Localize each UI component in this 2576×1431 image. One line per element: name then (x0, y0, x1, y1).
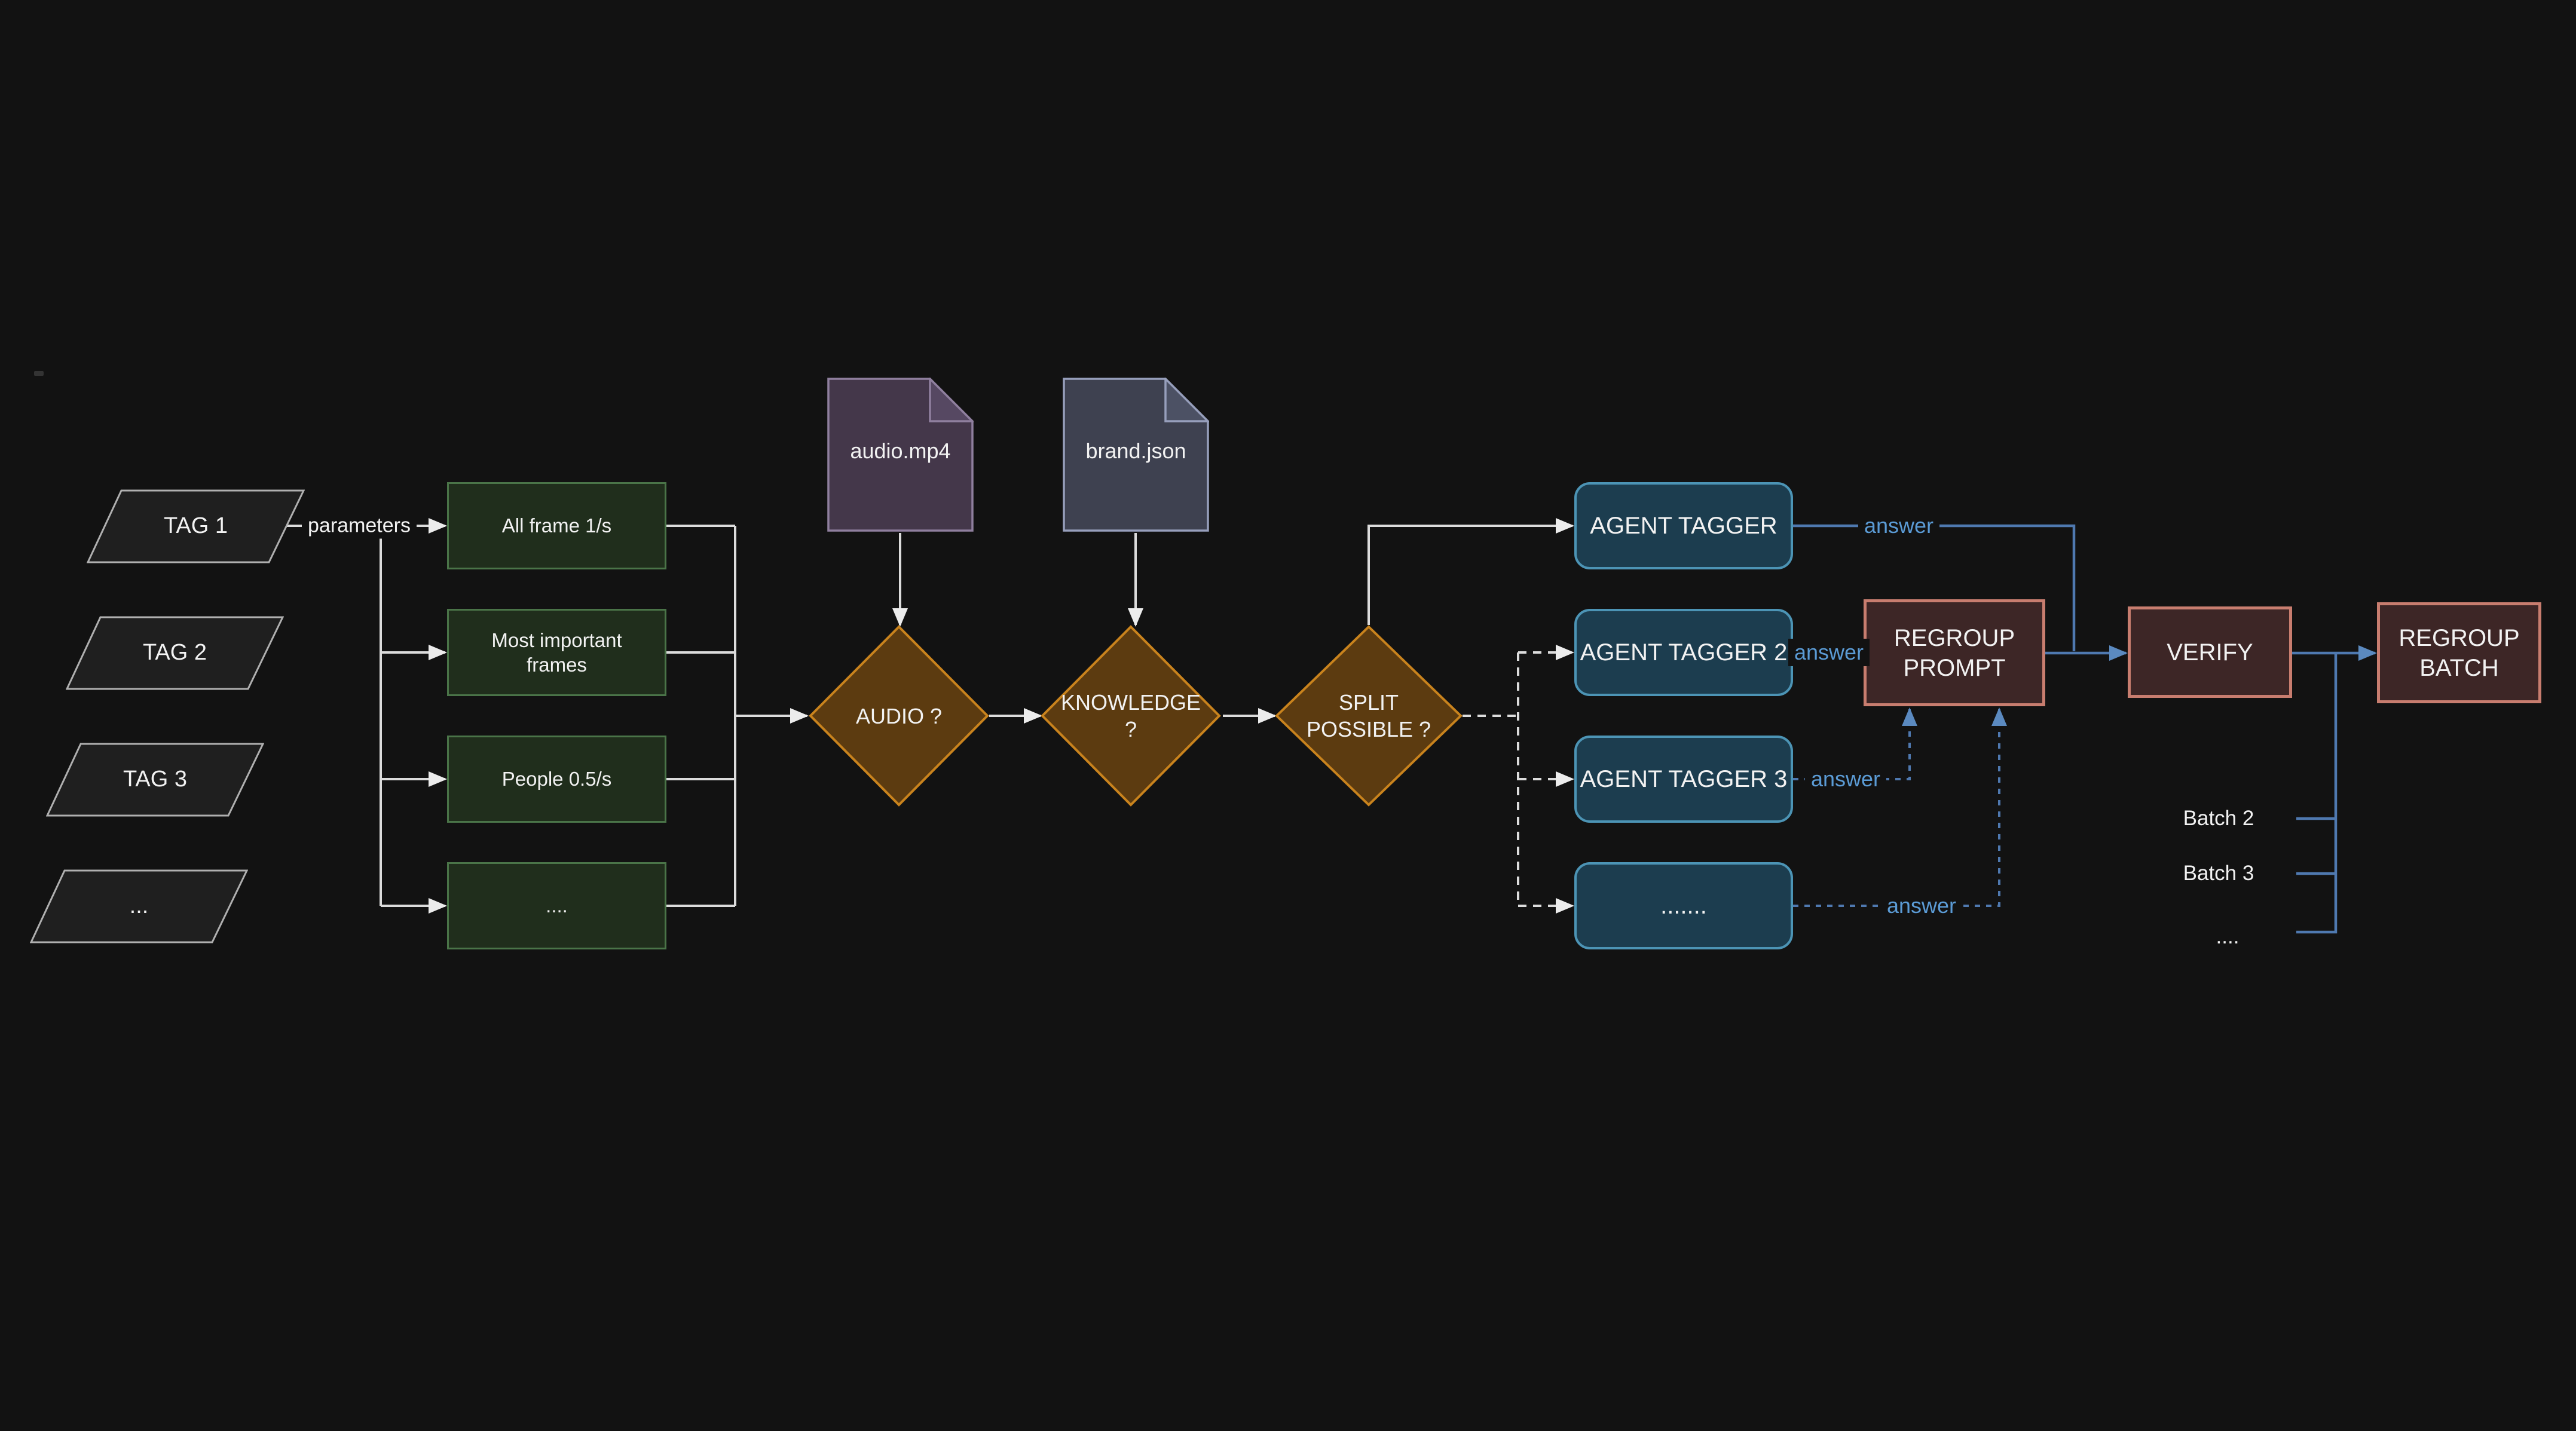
diamond-shape (1041, 625, 1221, 807)
agent-tagger-more-node[interactable]: ....... (1574, 862, 1793, 949)
knowledge-decision-label: KNOWLEDGE ? (1060, 690, 1201, 741)
verify-label: VERIFY (2167, 639, 2253, 666)
parallelogram-shape (30, 869, 248, 943)
parallelogram-shape (87, 489, 305, 563)
agent-tagger-2-label: AGENT TAGGER 2 (1580, 639, 1788, 666)
edge-split-tagger1 (1367, 518, 1574, 625)
edge-label-answer-2: answer (1788, 639, 1870, 666)
diamond-shape (1275, 625, 1463, 807)
agent-tagger-3-node[interactable]: AGENT TAGGER 3 (1574, 736, 1793, 823)
tag-1-label: TAG 1 (164, 513, 228, 539)
frame-option-more-node[interactable]: .... (447, 862, 666, 949)
frame-option-label: People 0.5/s (501, 768, 612, 790)
regroup-prompt-node[interactable]: REGROUP PROMPT (1864, 599, 2045, 706)
artifact-speck (34, 371, 44, 376)
frame-option-label: All frame 1/s (501, 514, 612, 537)
batch-more-label: .... (2211, 924, 2244, 950)
frame-option-label: Most important frames (491, 629, 622, 676)
diamond-shape (809, 625, 989, 807)
audio-file-label: audio.mp4 (850, 439, 951, 463)
split-decision-node[interactable]: SPLIT POSSIBLE ? (1275, 625, 1463, 807)
document-shape (827, 378, 974, 532)
tag-3-node[interactable]: TAG 3 (46, 743, 264, 817)
brand-file-label: brand.json (1085, 439, 1186, 463)
tag-1-node[interactable]: TAG 1 (87, 489, 305, 563)
batch-2-label: Batch 2 (2178, 805, 2259, 832)
tag-2-label: TAG 2 (143, 640, 207, 666)
frame-option-important-frames-node[interactable]: Most important frames (447, 609, 666, 696)
knowledge-decision-node[interactable]: KNOWLEDGE ? (1041, 625, 1221, 807)
agent-tagger-1-node[interactable]: AGENT TAGGER (1574, 482, 1793, 569)
audio-file-node[interactable]: audio.mp4 (827, 378, 974, 532)
tag-more-node[interactable]: ... (30, 869, 248, 943)
frame-option-label: .... (546, 894, 568, 917)
parallelogram-shape (46, 743, 264, 817)
edge-batch-collector-v (2296, 654, 2338, 934)
frame-option-people-node[interactable]: People 0.5/s (447, 736, 666, 823)
split-decision-label: SPLIT POSSIBLE ? (1306, 690, 1431, 741)
agent-tagger-2-node[interactable]: AGENT TAGGER 2 (1574, 609, 1793, 696)
audio-decision-label: AUDIO ? (855, 703, 943, 728)
agent-tagger-1-label: AGENT TAGGER (1590, 513, 1777, 539)
edge-label-answer-1: answer (1858, 512, 1940, 540)
agent-tagger-more-label: ....... (1660, 893, 1707, 919)
parallelogram-shape (66, 616, 284, 690)
verify-node[interactable]: VERIFY (2128, 606, 2292, 698)
brand-file-node[interactable]: brand.json (1063, 378, 1209, 532)
edge-label-answer-4: answer (1880, 892, 1963, 920)
audio-decision-node[interactable]: AUDIO ? (809, 625, 989, 807)
tag-more-label: ... (129, 893, 149, 919)
frame-option-all-frames-node[interactable]: All frame 1/s (447, 482, 666, 569)
edge-label-answer-3: answer (1804, 765, 1887, 793)
document-shape (1063, 378, 1209, 532)
tag-3-label: TAG 3 (123, 767, 187, 792)
agent-tagger-3-label: AGENT TAGGER 3 (1580, 766, 1788, 792)
regroup-prompt-label: REGROUP PROMPT (1893, 624, 2015, 681)
edge-label-parameters: parameters (302, 513, 417, 539)
tag-2-node[interactable]: TAG 2 (66, 616, 284, 690)
batch-3-label: Batch 3 (2178, 860, 2259, 887)
edge-answer4 (1793, 707, 2007, 907)
regroup-batch-node[interactable]: REGROUP BATCH (2377, 602, 2541, 703)
regroup-batch-label: REGROUP BATCH (2398, 624, 2520, 681)
